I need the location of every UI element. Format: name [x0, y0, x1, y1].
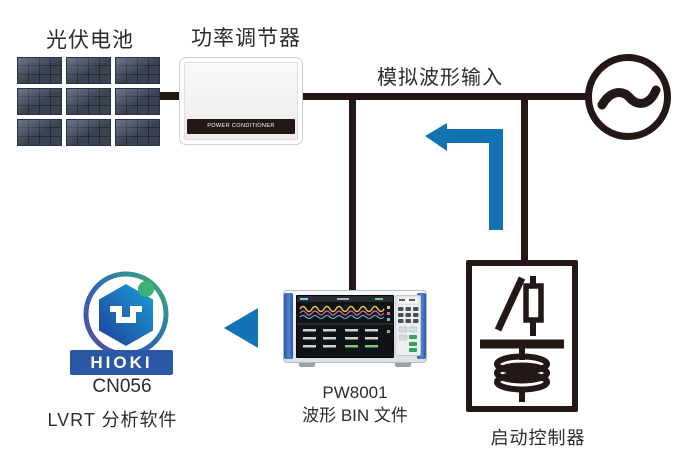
pw8001-left-rail — [284, 293, 293, 359]
pw8001-foot — [395, 363, 411, 367]
pw8001-keypad — [395, 295, 421, 356]
pw8001-right-rail — [417, 293, 426, 359]
wire-pv-to-conditioner — [160, 92, 182, 100]
power-conditioner-nameplate: POWER CONDITIONER — [187, 119, 295, 134]
waveform-display — [297, 296, 393, 348]
solar-panel — [115, 119, 160, 146]
power-conditioner-label: 功率调节器 — [191, 27, 301, 50]
solar-panel — [115, 88, 160, 115]
hioki-wordmark: HIOKI — [70, 350, 173, 375]
solar-panel — [115, 57, 160, 84]
instrument-model-label: PW8001 — [322, 383, 388, 402]
keypad-buttons — [396, 296, 420, 352]
switch-and-coil-icon — [480, 276, 564, 402]
pv-array — [17, 57, 160, 146]
solar-panel — [66, 119, 111, 146]
start-controller-box — [466, 260, 578, 412]
start-controller-label: 启动控制器 — [490, 428, 586, 448]
hioki-cn056-logo-icon — [83, 271, 169, 357]
pw8001-screen — [296, 295, 394, 358]
solar-panel — [66, 88, 111, 115]
pw8001-foot — [299, 363, 315, 367]
wire-drop-to-controller — [521, 95, 528, 262]
power-conditioner-box: POWER CONDITIONER — [179, 57, 303, 145]
flow-arrow-left-icon — [425, 123, 503, 230]
instrument-output-label: 波形 BIN 文件 — [302, 406, 408, 425]
software-name-label: LVRT 分析软件 — [47, 410, 178, 430]
solar-panel — [66, 57, 111, 84]
wire-conditioner-to-ac-source — [302, 93, 586, 100]
flow-triangle-left-icon — [224, 308, 258, 348]
solar-panel — [17, 57, 62, 84]
solar-panel — [17, 119, 62, 146]
pw8001-instrument — [283, 290, 427, 368]
pv-array-label: 光伏电池 — [46, 29, 134, 52]
analog-waveform-input-label: 模拟波形输入 — [377, 67, 503, 89]
wire-drop-to-instrument — [349, 95, 356, 291]
software-model-label: CN056 — [92, 376, 152, 397]
ac-source-icon — [585, 54, 671, 140]
sine-wave-icon — [597, 85, 661, 110]
solar-panel — [17, 88, 62, 115]
